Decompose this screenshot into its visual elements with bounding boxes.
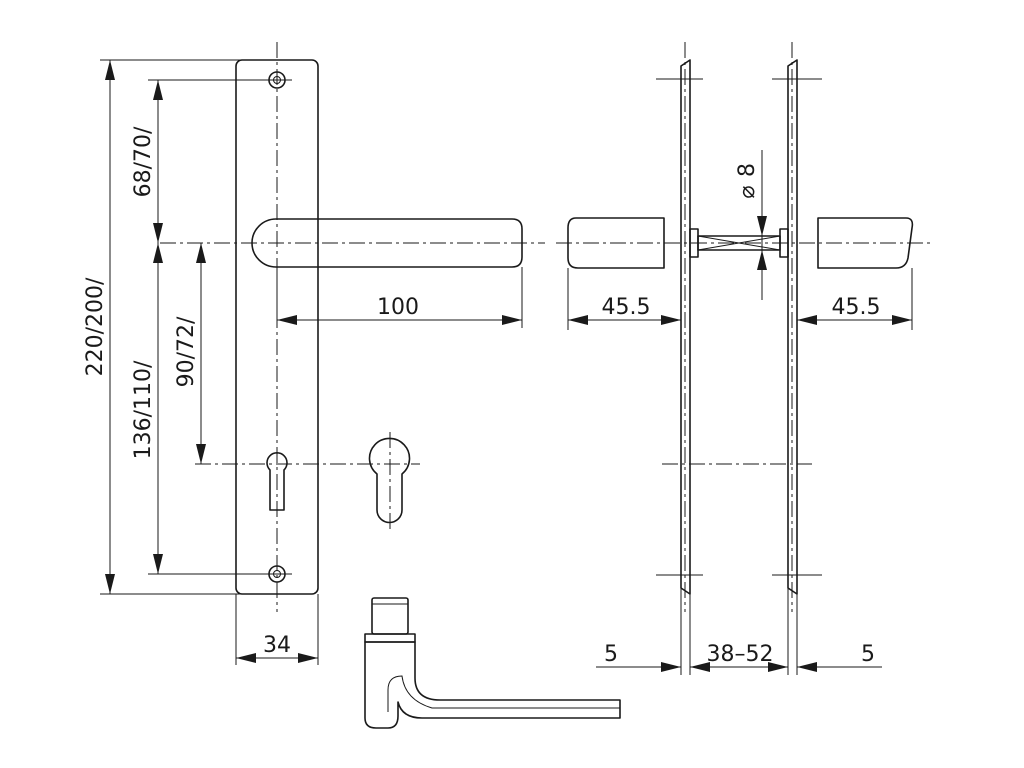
handle-profile-spindle-top — [371, 597, 409, 635]
spindle-size-label: 8 — [735, 163, 760, 177]
plate-height-dimension: 220/200/ — [83, 59, 240, 595]
right-projection-label: 45.5 — [832, 295, 881, 320]
door-thickness-label: 38–52 — [707, 642, 774, 667]
front-view — [160, 42, 545, 612]
handle-length-dimension: 100 — [276, 267, 523, 328]
cylinder-profile-outline — [368, 437, 411, 524]
handle-to-keyhole-label: 90/72/ — [174, 316, 199, 387]
left-projection-label: 45.5 — [602, 295, 651, 320]
handle-to-keyhole-dimension: 90/72/ — [174, 243, 206, 464]
keyhole-slot — [266, 452, 288, 511]
right-projection-dimension: 45.5 — [797, 268, 913, 330]
right-plate-thickness-label: 5 — [861, 642, 875, 667]
plate-width-dimension: 34 — [235, 594, 319, 665]
upper-hole-to-handle-label: 68/70/ — [131, 126, 156, 197]
lower-hole-to-handle-dimension: 136/110/ — [131, 243, 277, 575]
left-plate-thickness-label: 5 — [604, 642, 618, 667]
lower-hole-to-handle-label: 136/110/ — [131, 360, 156, 459]
right-lever-end — [817, 217, 914, 269]
side-view — [556, 42, 930, 612]
handle-profile-view — [364, 597, 621, 729]
handle-profile-inner-line — [387, 675, 620, 712]
handle-profile-neck — [364, 633, 416, 643]
spindle-dimension: ⌀ 8 — [735, 150, 772, 300]
spindle-diameter-symbol: ⌀ — [735, 185, 760, 198]
plate-width-label: 34 — [263, 633, 291, 658]
thickness-dimensions: 5 38–52 5 — [596, 588, 882, 675]
handle-length-label: 100 — [377, 295, 419, 320]
left-projection-dimension: 45.5 — [567, 268, 681, 330]
upper-hole-to-handle-dimension: 68/70/ — [131, 79, 277, 243]
handle-profile-body — [364, 641, 621, 729]
left-lever-end — [567, 217, 665, 269]
lever-handle — [251, 218, 523, 268]
plate-height-label: 220/200/ — [83, 277, 108, 376]
